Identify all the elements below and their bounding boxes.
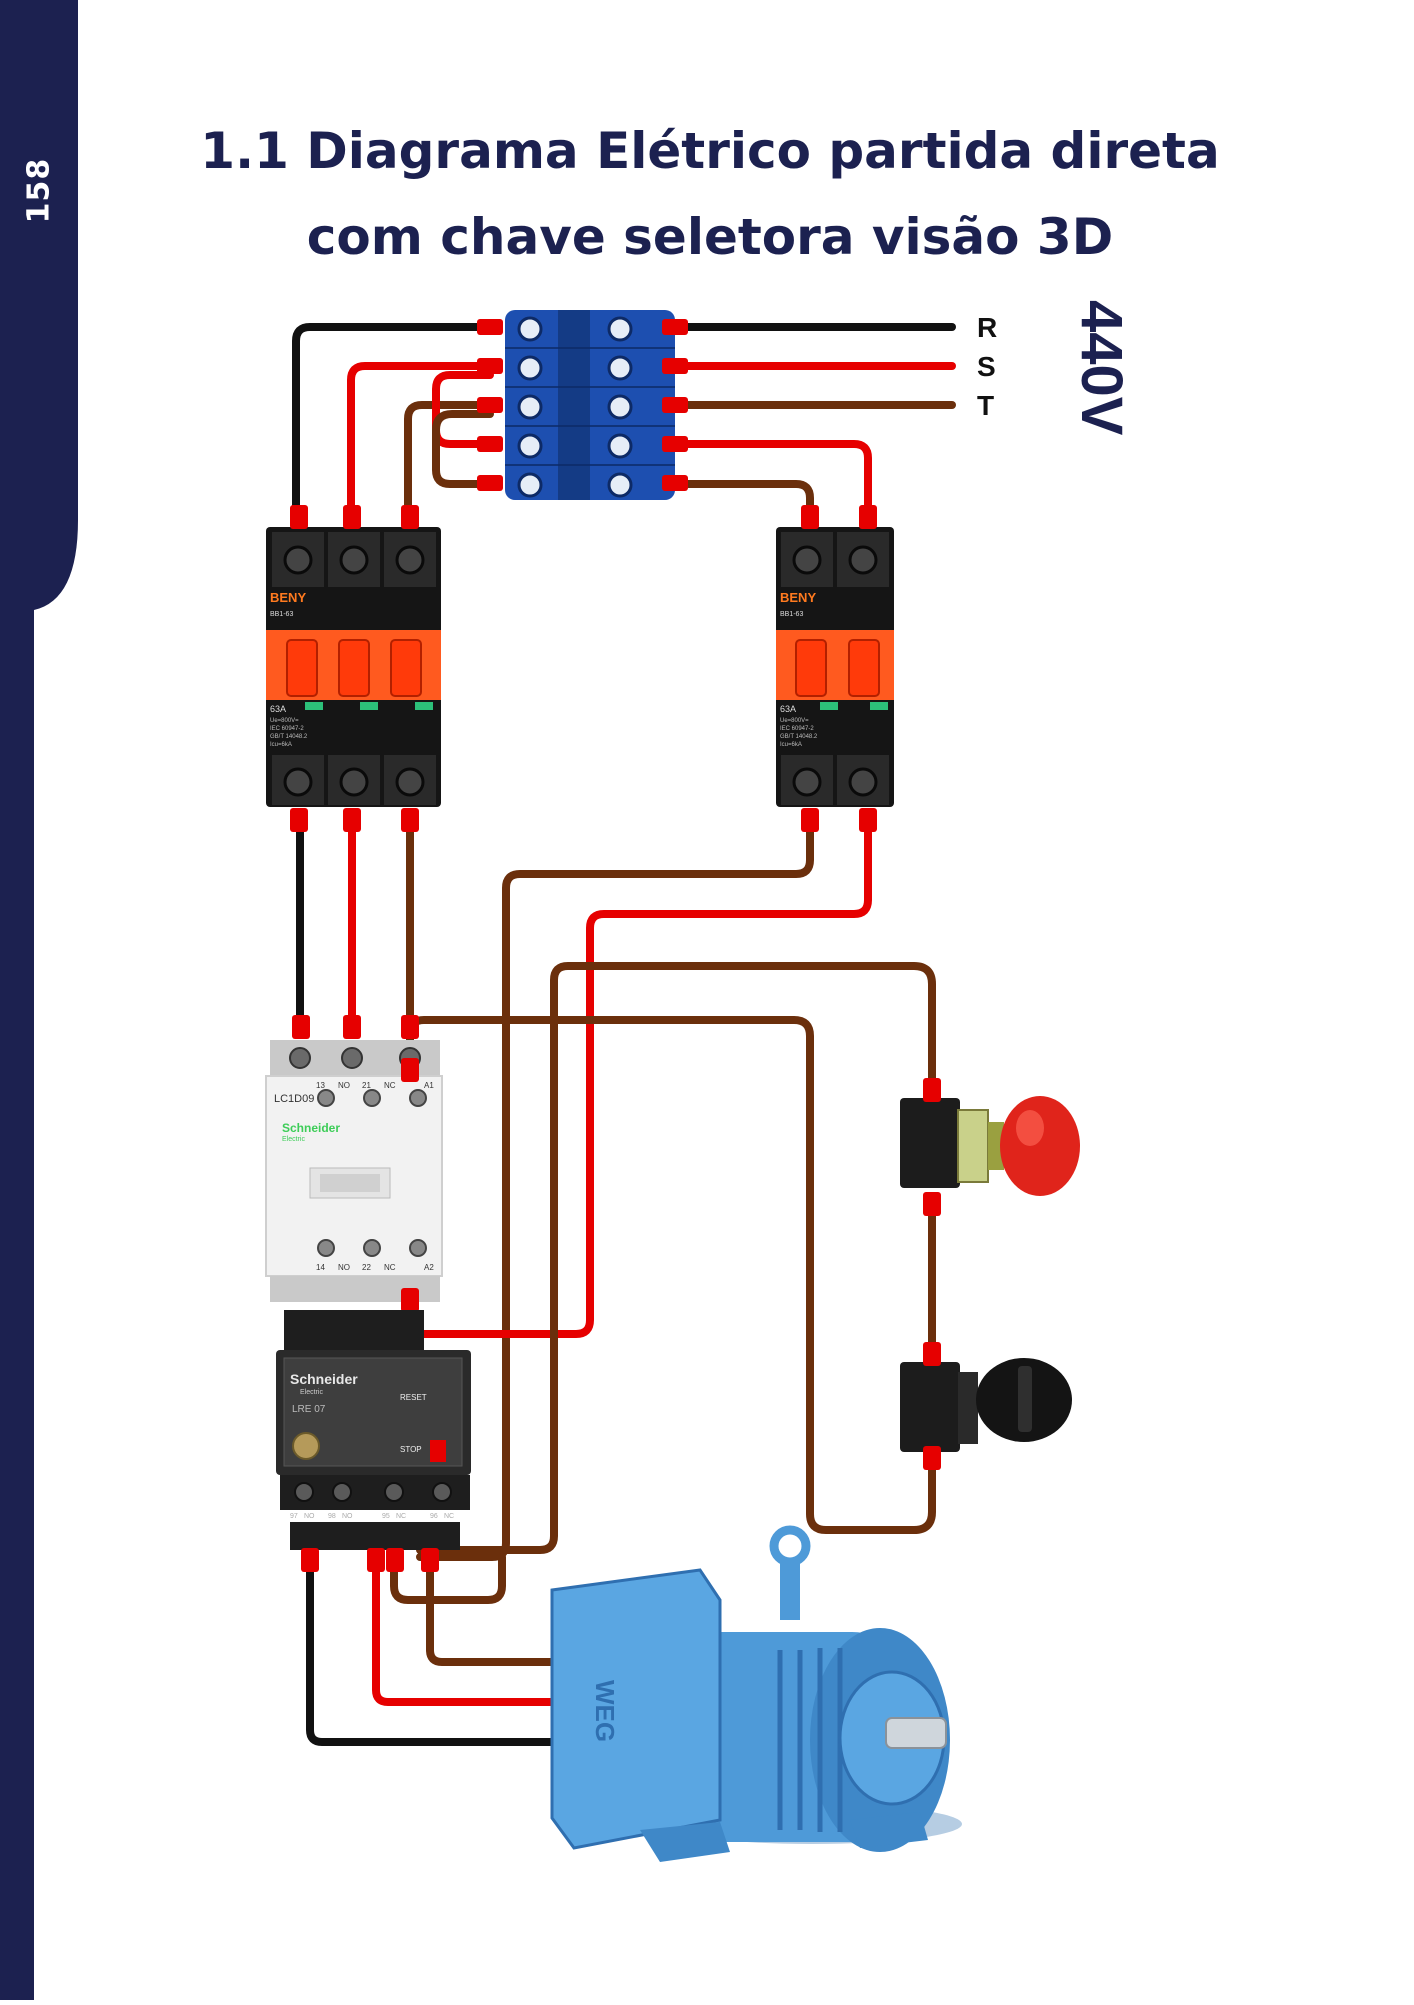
contactor-model: LC1D09 — [274, 1093, 314, 1105]
relay-terminal-3: 98 — [328, 1513, 336, 1520]
relay-terminal-2: NO — [304, 1513, 315, 1520]
relay-95-jumper — [390, 1553, 506, 1604]
page-sidebar — [0, 0, 78, 2000]
wire-selector-to-coil-a1 — [406, 1016, 936, 1534]
breaker-3p-brand: BENY — [270, 590, 306, 605]
contactor-brand: Schneider — [282, 1121, 340, 1135]
relay-stop-label: STOP — [400, 1445, 422, 1454]
motor-wire-red — [372, 1566, 560, 1706]
breaker-3p-spec-1: Ue=800V= — [270, 718, 299, 724]
relay-terminal-7: 96 — [430, 1513, 438, 1520]
breaker-3-pole: BENY BB1-63 63A Ue=800V= IEC 60947-2 GB/… — [266, 505, 441, 832]
relay-reset-label: RESET — [400, 1393, 427, 1402]
contactor-top-terminal-3: 21 — [362, 1081, 371, 1090]
wire-r-to-breaker — [292, 323, 494, 509]
motor-terminal-box — [550, 1568, 722, 1850]
contactor-brand-sub: Electric — [282, 1136, 305, 1143]
motor-brand: WEG — [590, 1680, 620, 1742]
breaker-2p-model: BB1-63 — [780, 611, 803, 618]
electric-motor: WEG — [550, 1525, 962, 1862]
relay-terminal-6: NC — [396, 1513, 406, 1520]
breaker-2p-spec-1: Ue=800V= — [780, 718, 809, 724]
motor-wire-black — [306, 1566, 560, 1746]
jumper-s — [432, 371, 494, 448]
breaker-2p-spec-4: Icu=6kA — [780, 742, 802, 748]
breaker-2-pole: BENY BB1-63 63A Ue=800V= IEC 60947-2 GB/… — [776, 505, 894, 832]
relay-terminal-1: 97 — [290, 1513, 298, 1520]
phase-label-t: T — [977, 390, 994, 421]
wire-s-to-breaker-2p — [664, 440, 872, 509]
sidebar-shape — [0, 0, 78, 2000]
breaker-2p-rating: 63A — [780, 704, 796, 714]
emergency-stop-button — [900, 1078, 1080, 1216]
relay-brand: Schneider — [290, 1371, 358, 1387]
control-wire-s-to-coil-a2 — [406, 826, 872, 1338]
breaker-3p-spec-3: GB/T 14048.2 — [270, 734, 308, 740]
contactor-bottom-terminal-2: NO — [338, 1263, 350, 1272]
control-wire-t-breaker-to-relay — [416, 826, 814, 1561]
selector-switch — [900, 1342, 1072, 1470]
relay-stop-button — [430, 1440, 446, 1462]
motor-shaft — [885, 1717, 947, 1749]
wire-relay-nc-to-emergency — [416, 962, 936, 1554]
contactor-bottom-terminal-3: 22 — [362, 1263, 371, 1272]
wire-t-to-breaker-2p — [664, 480, 814, 509]
relay-terminal-5: 95 — [382, 1513, 390, 1520]
contactor-top-terminal-2: NO — [338, 1081, 350, 1090]
contactor-bottom-terminal-4: NC — [384, 1263, 396, 1272]
overload-relay: Schneider Electric LRE 07 RESET STOP 97 … — [276, 1310, 471, 1572]
relay-terminal-8: NC — [444, 1513, 454, 1520]
breaker-2p-spec-2: IEC 60947-2 — [780, 726, 814, 732]
contactor-bottom-terminal-1: 14 — [316, 1263, 325, 1272]
relay-current-dial — [292, 1432, 320, 1460]
title-line-2: com chave seletora visão 3D — [306, 208, 1114, 266]
breaker-3p-spec-4: Icu=6kA — [270, 742, 292, 748]
jumper-t — [432, 410, 494, 488]
supply-labels: R S T 440V — [977, 300, 1134, 436]
breaker-2p-spec-3: GB/T 14048.2 — [780, 734, 818, 740]
phase-label-s: S — [977, 351, 996, 382]
motor-wire-brown — [426, 1566, 560, 1666]
breaker-3p-rating: 63A — [270, 704, 286, 714]
title-line-1: 1.1 Diagrama Elétrico partida direta — [200, 122, 1220, 180]
supply-voltage: 440V — [1069, 300, 1134, 436]
terminal-block-strip — [477, 310, 688, 500]
contactor-top-terminal-1: 13 — [316, 1081, 325, 1090]
breaker-3p-spec-2: IEC 60947-2 — [270, 726, 304, 732]
contactor-bottom-terminal-5: A2 — [424, 1263, 434, 1272]
page-title: 1.1 Diagrama Elétrico partida direta com… — [120, 108, 1300, 280]
contactor-top-terminal-5: A1 — [424, 1081, 434, 1090]
emergency-mushroom-head — [1000, 1096, 1080, 1196]
wire-s-to-breaker — [347, 362, 494, 509]
breaker-3p-model: BB1-63 — [270, 611, 293, 618]
relay-terminal-4: NO — [342, 1513, 353, 1520]
contactor: 13 NO 21 NC A1 LC1D09 Schneider Electric… — [265, 1015, 443, 1312]
relay-brand-sub: Electric — [300, 1389, 323, 1396]
relay-model: LRE 07 — [292, 1404, 326, 1415]
contactor-top-terminal-4: NC — [384, 1081, 396, 1090]
breaker-2p-brand: BENY — [780, 590, 816, 605]
phase-label-r: R — [977, 312, 997, 343]
wire-t-to-breaker — [404, 401, 494, 509]
